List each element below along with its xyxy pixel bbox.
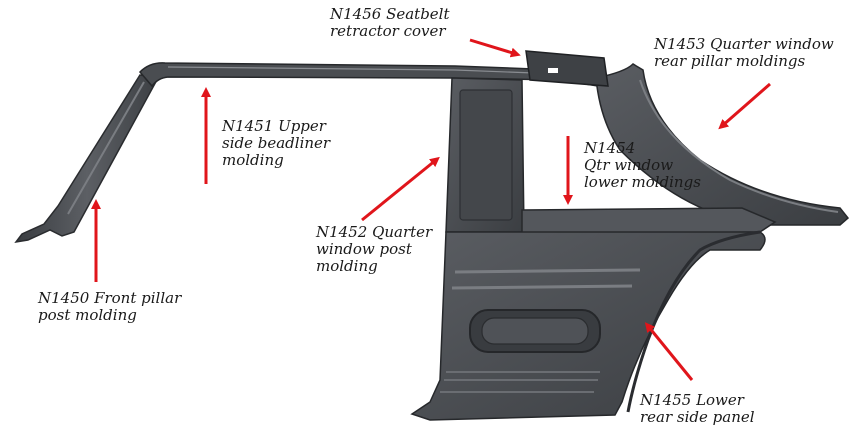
quarter-window-lower-molding <box>521 207 777 235</box>
callout-line: molding <box>222 151 284 169</box>
callout-line: N1455 Lower <box>640 391 744 409</box>
arrow-n1455 <box>644 322 694 381</box>
front-pillar-post-molding <box>14 74 160 244</box>
callout-n1451-upper-side-headliner: N1451 Upper side beadliner molding <box>222 118 330 169</box>
panel-trim-line-1 <box>454 268 641 274</box>
callout-n1450-front-pillar-post: N1450 Front pillar post molding <box>38 290 181 324</box>
arrow-n1453 <box>718 82 771 130</box>
callout-line: N1450 Front pillar <box>38 289 182 307</box>
arrow-n1452 <box>361 156 440 222</box>
callout-line: window post <box>316 240 412 258</box>
callout-n1454-qtr-window-lower-moldings: N1454 Qtr window lower moldings <box>584 140 701 191</box>
callout-n1456-seatbelt-retractor-cover: N1456 Seatbelt retractor cover <box>330 6 450 40</box>
callout-line: rear pillar moldings <box>654 52 806 70</box>
callout-line: Qtr window <box>584 156 674 174</box>
callout-n1452-quarter-window-post: N1452 Quarter window post molding <box>316 224 432 275</box>
seatbelt-retractor-cover <box>525 50 609 87</box>
callout-line: N1452 Quarter <box>316 223 433 241</box>
callout-line: molding <box>316 257 378 275</box>
lower-panel-edge <box>626 230 761 413</box>
post-molding-inset <box>459 89 513 221</box>
headliner-highlight <box>167 66 561 75</box>
arrow-n1456 <box>469 38 521 58</box>
callout-line: N1456 Seatbelt <box>330 5 450 23</box>
front-pillar-highlight <box>67 81 145 215</box>
callout-n1453-rear-pillar-moldings: N1453 Quarter window rear pillar molding… <box>654 36 834 70</box>
callout-line: retractor cover <box>330 22 446 40</box>
callout-line: post molding <box>38 306 137 324</box>
armrest-pocket <box>481 317 589 345</box>
retractor-slot <box>548 68 558 73</box>
rear-pillar-highlight <box>639 79 839 213</box>
callout-n1455-lower-rear-side-panel: N1455 Lower rear side panel <box>640 392 755 426</box>
callout-line: N1454 <box>584 139 636 157</box>
callout-line: lower moldings <box>584 173 701 191</box>
callout-line: N1453 Quarter window <box>654 35 834 53</box>
callout-line: side beadliner <box>222 134 331 152</box>
callout-line: N1451 Upper <box>222 117 326 135</box>
callout-line: rear side panel <box>640 408 755 426</box>
panel-trim-line-2 <box>451 284 633 290</box>
